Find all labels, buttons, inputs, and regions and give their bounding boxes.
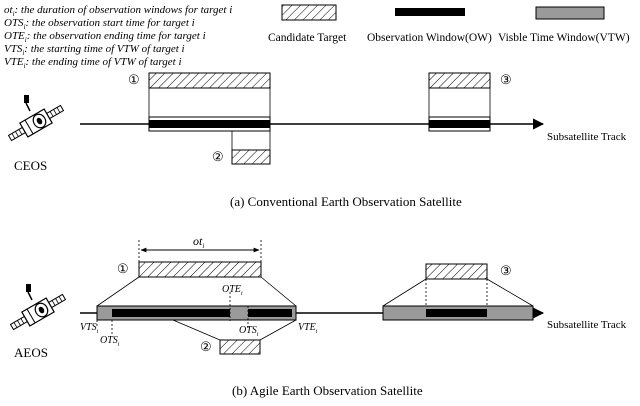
aeos-target-3 <box>425 263 488 280</box>
legend-candidate-swatch <box>281 4 337 21</box>
legend-candidate-label: Candidate Target <box>268 32 347 44</box>
aeos-track-label: Subsatellite Track <box>547 319 627 331</box>
ceos-target-2 <box>231 149 271 165</box>
legend-vtw-swatch <box>535 6 605 20</box>
panel-b-caption: (b) Agile Earth Observation Satellite <box>232 383 423 398</box>
aeos-label: AEOS <box>14 345 48 360</box>
ot-label: oti <box>193 234 204 250</box>
panel-a: CEOS Subsatellite Track ① ② ③ (a) Conven… <box>5 72 627 209</box>
ceos-target-1 <box>148 72 271 89</box>
aeos-marker-1: ① <box>117 261 129 276</box>
ots-label-2: OTSi <box>239 325 259 338</box>
legend-ow-swatch <box>395 8 465 16</box>
ceos-label: CEOS <box>14 158 47 173</box>
definition-ots: OTSi: the observation start time for tar… <box>4 17 195 31</box>
legend: Candidate Target Observation Window(OW) … <box>268 4 630 44</box>
definition-vts: VTSi: the starting time of VTW of target… <box>4 43 185 57</box>
ceos-target-3 <box>428 72 491 89</box>
panel-b: oti ① AEOS Subsatellite Track OTEi OTSi … <box>7 234 627 398</box>
definition-ote: OTEi: the observation ending time for ta… <box>4 30 206 44</box>
panel-a-caption: (a) Conventional Earth Observation Satel… <box>230 194 462 209</box>
aeos-marker-2: ② <box>200 339 212 354</box>
definition-ot: oti: the duration of observation windows… <box>4 4 232 18</box>
vts-label: VTSi <box>80 322 99 335</box>
aeos-target-1 <box>138 261 262 278</box>
aeos-ow-1 <box>112 309 230 317</box>
aeos-ow-3 <box>426 309 487 317</box>
ceos-ow-1 <box>149 120 270 128</box>
aeos-target-2 <box>219 339 261 355</box>
aeos-ow-2 <box>248 309 292 317</box>
ote-label: OTEi <box>222 284 243 297</box>
legend-ow-label: Observation Window(OW) <box>367 32 492 44</box>
ots-label: OTSi <box>100 335 120 348</box>
definition-vte: VTEi: the ending time of VTW of target i <box>4 56 182 70</box>
legend-vtw-label: Visble Time Window(VTW) <box>498 32 630 44</box>
vte-label: VTEi <box>298 322 318 335</box>
aeos-satellite-icon <box>7 283 69 335</box>
ceos-marker-3: ③ <box>500 72 512 87</box>
definitions-list: oti: the duration of observation windows… <box>4 4 232 70</box>
ceos-satellite-icon <box>5 94 67 146</box>
ceos-ow-3 <box>429 120 490 128</box>
ceos-marker-2: ② <box>212 149 224 164</box>
ceos-marker-1: ① <box>128 72 140 87</box>
ceos-track-label: Subsatellite Track <box>547 131 627 143</box>
aeos-marker-3: ③ <box>500 263 512 278</box>
